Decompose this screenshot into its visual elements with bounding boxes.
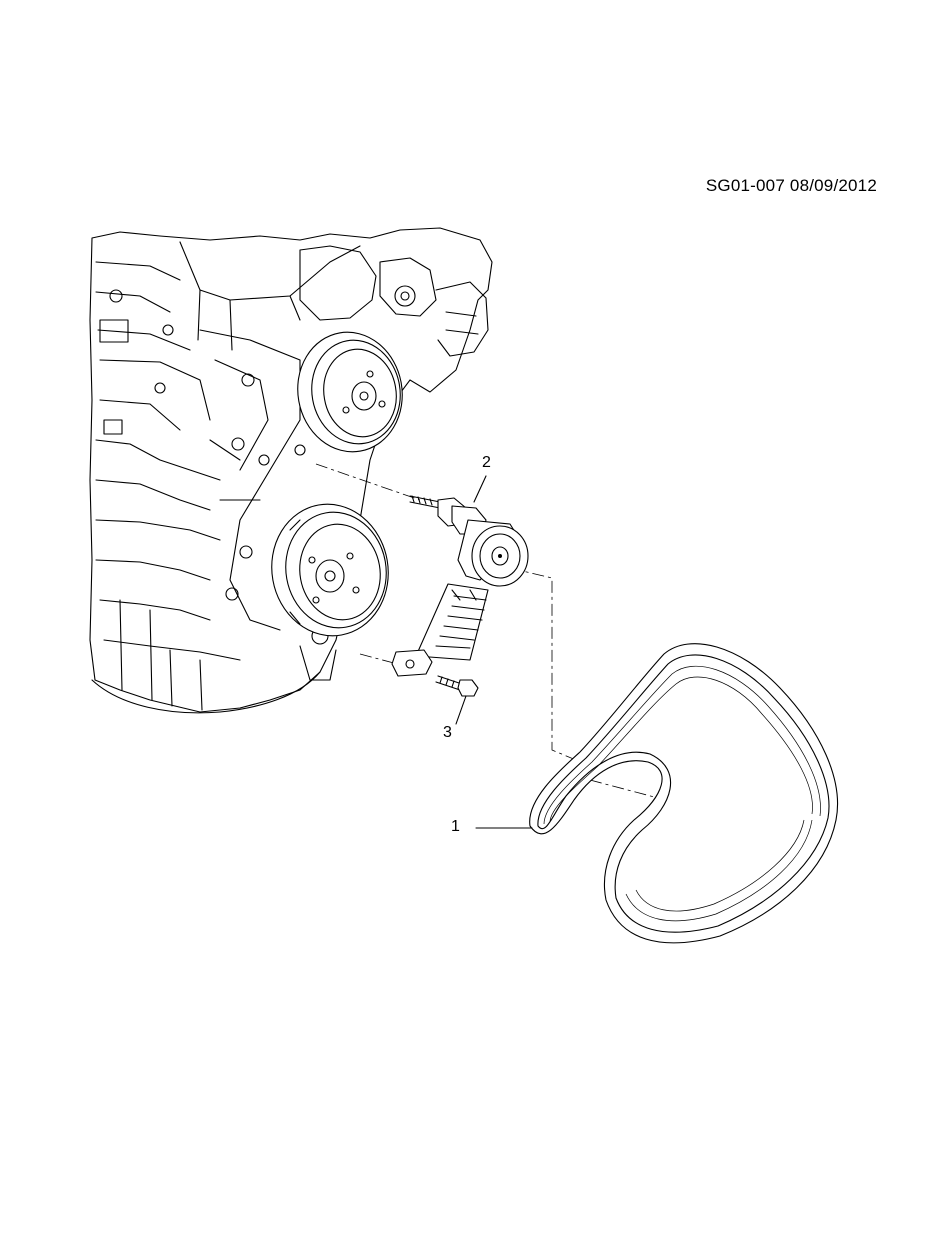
belt-tensioner (391, 495, 529, 677)
callout-2: 2 (482, 454, 491, 471)
leader-line-2 (473, 475, 487, 503)
engine-block (89, 227, 493, 714)
mounting-bolt (435, 675, 479, 697)
serpentine-belt (529, 643, 839, 944)
callout-3: 3 (443, 724, 452, 741)
leader-line-3 (455, 695, 467, 725)
callout-1: 1 (451, 818, 460, 835)
document-id: SG01-007 08/09/2012 (705, 176, 877, 195)
water-pump-pulley (297, 331, 403, 453)
callout-leaders (455, 475, 533, 829)
crankshaft-pulley (271, 503, 389, 637)
